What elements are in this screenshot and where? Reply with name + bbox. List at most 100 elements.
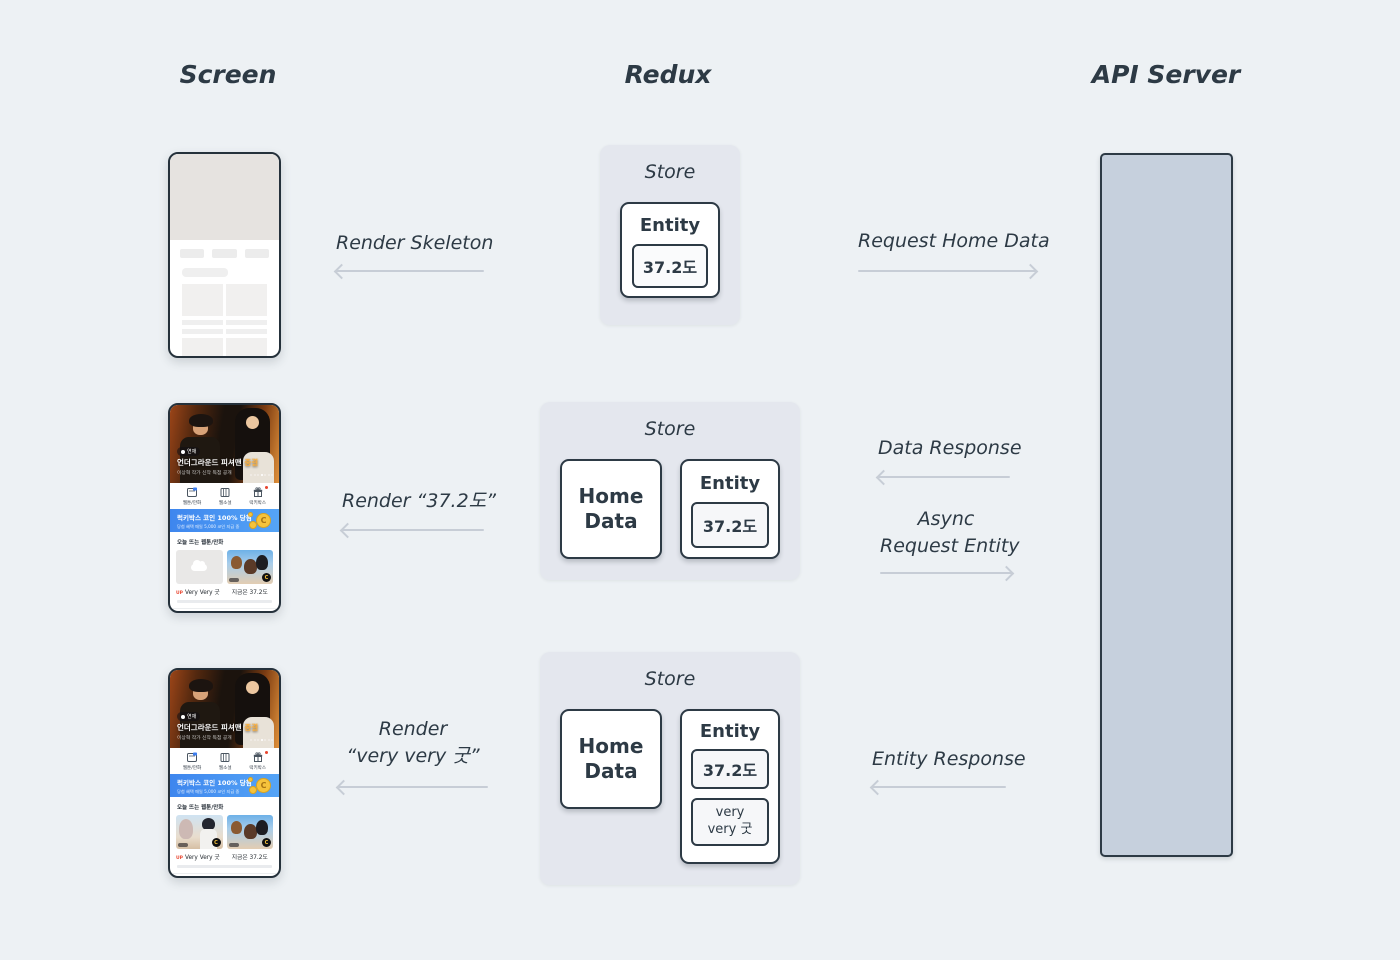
tab-label: 럭키박스 (249, 766, 267, 771)
hero-title-accent: 종결 (244, 458, 259, 467)
tab-webtoon: 웹툰/만화 (183, 752, 201, 771)
flow-label: Data Response (878, 437, 1022, 459)
hero-title: 언더그라운드 피셔맨 종결 (177, 722, 258, 733)
caption-372: 지금은 37.2도 (227, 587, 274, 596)
gift-icon (253, 752, 262, 762)
tab-webnovel: 웹소설 (219, 487, 232, 506)
coin-icon (248, 777, 253, 782)
hero-art (243, 452, 274, 483)
arrow-left-icon (336, 270, 484, 272)
hero-banner: 연재 언더그라운드 피셔맨 종결 이상혁 작가 신작 독점 공개 (170, 670, 279, 748)
skeleton-bar (244, 249, 269, 258)
calendar-icon (187, 752, 198, 762)
banner-title: 럭키박스 코인 100% 당첨 (177, 514, 252, 522)
hero-title-text: 언더그라운드 피셔맨 (177, 723, 245, 732)
flow-label: “very very 굿” (346, 745, 480, 767)
book-icon (220, 488, 230, 497)
section-title: 오늘 뜨는 웹툰/만화 (177, 540, 224, 546)
coin-icon: C (256, 513, 271, 528)
skeleton-bar (180, 249, 205, 258)
flow-label: Render Skeleton (336, 232, 494, 254)
flow-render-skeleton: Render Skeleton (336, 230, 494, 272)
skeleton-bar (182, 320, 223, 325)
hero-art (189, 414, 213, 427)
notification-dot (265, 751, 269, 754)
entity-value-372: 37.2도 (691, 502, 769, 548)
store-title: Store (644, 668, 696, 690)
hero-badge: 연재 (177, 712, 201, 721)
hero-title-text: 언더그라운드 피셔맨 (177, 458, 245, 467)
skeleton-block (226, 338, 267, 356)
cloud-icon (191, 559, 208, 571)
hero-art (246, 681, 259, 694)
thumbnail-loading-placeholder (176, 550, 223, 584)
coin-icon (249, 786, 257, 794)
banner-subtitle: 당첨 혜택 매일 5,000 코인 지급 중 (177, 524, 240, 529)
home-data-box: Home Data (560, 459, 662, 559)
flow-render-372: Render “37.2도” (342, 488, 497, 531)
hero-subtitle: 이상혁 작가 신작 독점 공개 (177, 736, 232, 741)
arrow-left-icon (878, 476, 1010, 478)
tab-luckybox: 럭키박스 (249, 751, 269, 771)
notification-dot (226, 612, 229, 613)
entity-value-372: 37.2도 (691, 749, 769, 789)
entity-label: Entity (699, 721, 761, 742)
entity-value-very-good: very very 굿 (691, 798, 769, 846)
section-title: 오늘 뜨는 웹툰/만화 (177, 805, 224, 811)
category-tabs: 웹툰/만화 웹소설 럭키박스 (170, 748, 279, 774)
store-box-1: Store Entity 37.2도 (600, 145, 740, 325)
skeleton-block (182, 338, 223, 356)
bottom-nav: 내 서재 선물함 알림 마이페이지 (170, 873, 279, 876)
api-server-lifeline (1100, 153, 1233, 857)
flow-label: Request Entity (880, 535, 1020, 557)
thumbnail-very-very-good: C (176, 815, 223, 849)
category-tabs: 웹툰/만화 웹소설 럭키박스 (170, 483, 279, 509)
thumb-art (243, 559, 257, 574)
phone-screen-skeleton (168, 152, 281, 358)
caption-text: 지금은 37.2도 (231, 590, 268, 596)
skeleton-block (182, 284, 223, 316)
banner-subtitle: 당첨 혜택 매일 5,000 코인 지급 중 (177, 789, 240, 794)
hero-art (243, 717, 274, 748)
skeleton-hero-block (170, 154, 279, 240)
hero-art (180, 437, 220, 483)
bottom-nav: 내 서재 선물함 알림 마이페이지 (170, 608, 279, 613)
flow-label: Render “37.2도” (342, 490, 497, 512)
hero-badge: 연재 (177, 447, 201, 456)
column-header-redux: Redux (624, 60, 712, 89)
store-box-2: Store Home Data Entity 37.2도 (540, 402, 800, 580)
skeleton-bar (226, 320, 267, 325)
fine-print-line (177, 865, 272, 868)
flow-async-request-entity: Async Request Entity (880, 506, 1020, 574)
coin-icon (248, 512, 253, 517)
coin-icon (249, 521, 257, 529)
luckybox-banner: 럭키박스 코인 100% 당첨 당첨 혜택 매일 5,000 코인 지급 중 C (170, 509, 279, 532)
value-line: very 굿 (707, 822, 753, 837)
notification-dot (265, 486, 269, 489)
flow-label: Render (378, 718, 448, 740)
entity-box: Entity 37.2도 (620, 202, 720, 298)
fine-print-line (177, 600, 272, 603)
caption-text: Very Very 굿 (184, 855, 220, 861)
entity-label: Entity (699, 473, 761, 494)
arrow-left-icon (338, 786, 488, 788)
phone-screen-complete: 연재 언더그라운드 피셔맨 종결 이상혁 작가 신작 독점 공개 웹툰/만화 웹… (168, 668, 281, 878)
skeleton-bar (226, 329, 267, 334)
flow-label: Entity Response (872, 748, 1026, 770)
arrow-left-icon (342, 529, 484, 531)
hero-art (189, 679, 213, 692)
thumb-label-pill (228, 578, 239, 582)
column-header-screen: Screen (179, 60, 277, 89)
tab-luckybox: 럭키박스 (249, 486, 269, 506)
hero-subtitle: 이상혁 작가 신작 독점 공개 (177, 471, 232, 476)
store-title: Store (644, 161, 696, 183)
tab-label: 웹툰/만화 (182, 501, 202, 506)
thumb-art (230, 821, 242, 834)
phone-screen-partial: 연재 언더그라운드 피셔맨 종결 이상혁 작가 신작 독점 공개 웹툰/만화 웹… (168, 403, 281, 613)
thumbnail-372: C (226, 550, 273, 584)
flow-data-response: Data Response (878, 435, 1022, 478)
caption-text: 지금은 37.2도 (231, 855, 268, 861)
arrow-left-icon (872, 786, 1006, 788)
